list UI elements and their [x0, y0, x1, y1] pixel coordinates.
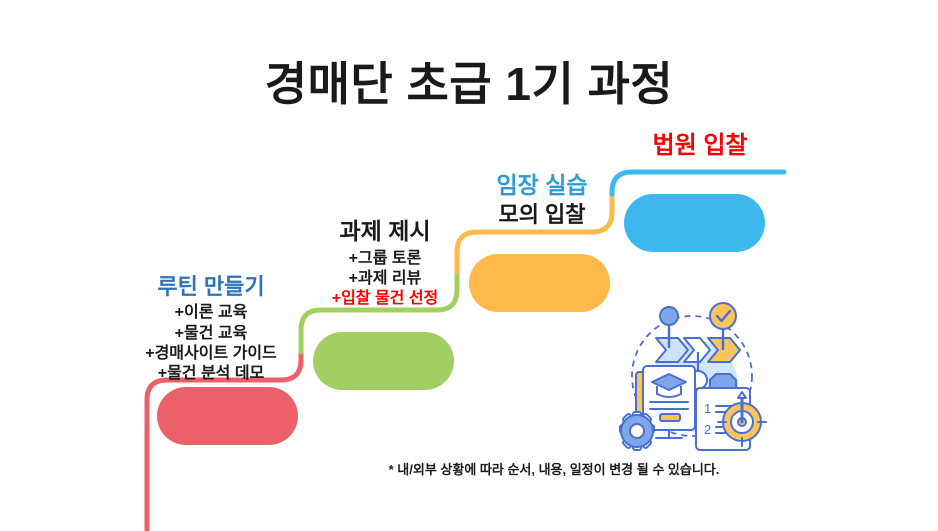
step-bar-3[interactable] — [469, 254, 610, 312]
step-4-heading: 법원 입찰 — [652, 132, 748, 159]
dashed-circle — [631, 315, 753, 437]
check-badge-icon — [709, 302, 737, 350]
gear-icon — [619, 411, 655, 451]
clipboard-item-2: 2 — [704, 422, 711, 437]
step-3-heading: 임장 실습 — [496, 172, 588, 198]
step-1-heading: 루틴 만들기 — [157, 274, 265, 299]
clipboard-item-1: 1 — [704, 401, 711, 416]
step-bar-1[interactable] — [157, 387, 298, 445]
step-2-bullets: +그룹 토론 +과제 리뷰 +입찰 물건 선정 — [280, 249, 490, 310]
training-process-illustration: 1 2 — [619, 302, 767, 451]
step-3-label-group: 임장 실습 모의 입찰 — [452, 172, 632, 228]
step-bar-4[interactable] — [624, 194, 765, 252]
step-bar-2[interactable] — [313, 332, 454, 390]
list-item: +과제 리뷰 — [348, 269, 422, 287]
list-item: +그룹 토론 — [348, 249, 422, 267]
chevron-arrows — [655, 337, 741, 363]
connector-segment-blue — [609, 169, 787, 197]
step-1-bullets: +이론 교육 +물건 교육 +경매사이트 가이드 +물건 분석 데모 — [96, 303, 326, 384]
list-item: +물건 교육 — [174, 324, 248, 342]
step-1-label-group: 루틴 만들기 +이론 교육 +물건 교육 +경매사이트 가이드 +물건 분석 데… — [96, 274, 326, 385]
step-4-label-group: 법원 입찰 — [600, 132, 800, 161]
footnote-text: * 내/외부 상황에 따라 순서, 내용, 일정이 변경 될 수 있습니다. — [388, 462, 720, 477]
list-item-highlighted: +입찰 물건 선정 — [331, 290, 439, 308]
target-dart-icon — [717, 391, 767, 447]
step-2-label-group: 과제 제시 +그룹 토론 +과제 리뷰 +입찰 물건 선정 — [280, 218, 490, 310]
list-item: +이론 교육 — [174, 304, 248, 322]
pin-marker-blue — [659, 306, 679, 348]
list-item: +경매사이트 가이드 — [145, 345, 277, 363]
page-title: 경매단 초급 1기 과정 — [264, 58, 674, 110]
step-3-subheading: 모의 입찰 — [498, 201, 586, 227]
list-item: +물건 분석 데모 — [157, 365, 265, 383]
step-2-heading: 과제 제시 — [339, 218, 431, 244]
